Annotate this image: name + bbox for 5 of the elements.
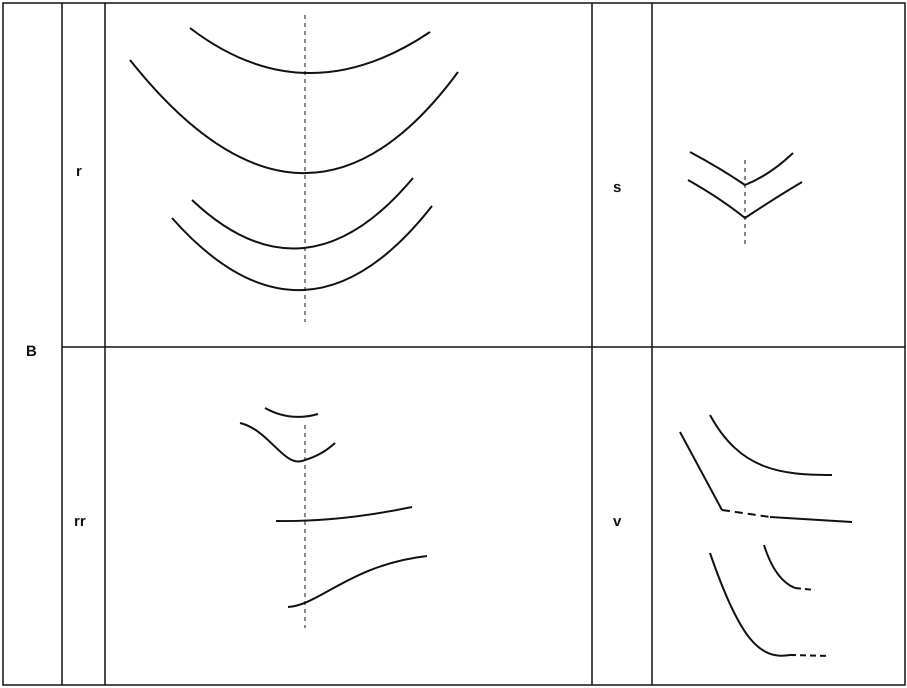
row-label: s <box>613 180 622 195</box>
row-label: r <box>76 164 82 179</box>
row-label: rr <box>74 514 86 529</box>
panel-label: B <box>26 344 37 359</box>
row-label: v <box>613 514 622 529</box>
